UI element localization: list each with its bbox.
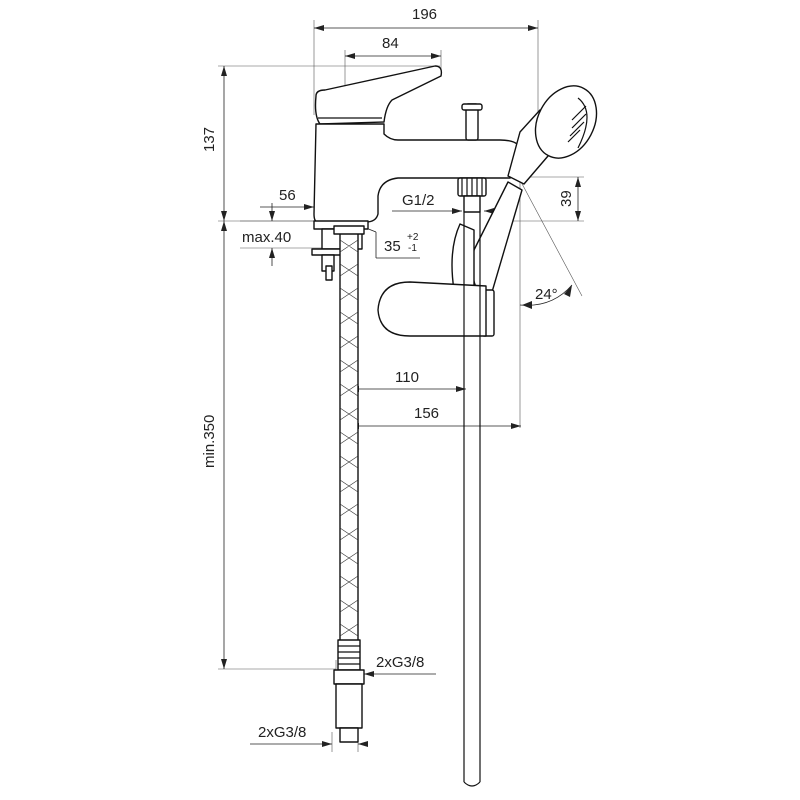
shower-holder bbox=[377, 181, 523, 337]
dim-label-overall-width: 196 bbox=[412, 6, 437, 23]
dim-label-deck-thickness: max.40 bbox=[242, 229, 291, 246]
dimension-deck-thickness: max.40 bbox=[240, 203, 322, 266]
holder-base bbox=[377, 281, 487, 337]
supply-hose-bottom-fitting bbox=[337, 639, 361, 671]
dim-label-outlet-height: 39 bbox=[558, 190, 575, 207]
dimension-handshower-offset: 156 bbox=[349, 405, 521, 429]
dimension-lever-width: 84 bbox=[344, 35, 442, 88]
dim-label-height: 137 bbox=[201, 127, 218, 152]
dimension-outlet-thread: G1/2 bbox=[392, 192, 496, 214]
dim-label-angle: 24° bbox=[535, 286, 558, 303]
holder-bracket bbox=[451, 223, 475, 293]
dimension-spout-projection: 56 bbox=[260, 187, 314, 210]
hose-outlet bbox=[457, 177, 487, 213]
dim-label-supply-thread-upper: 2xG3/8 bbox=[376, 654, 424, 671]
dimension-supply-thread-upper: 2xG3/8 bbox=[335, 654, 436, 677]
dimension-overall-width: 196 bbox=[313, 6, 539, 120]
supply-connector bbox=[335, 683, 363, 729]
dimension-hose-offset: 110 bbox=[349, 369, 466, 392]
dim-label-supply-thread-lower: 2xG3/8 bbox=[258, 724, 306, 741]
dim-label-hole-tol-minus: -1 bbox=[408, 243, 417, 254]
dim-label-handshower-offset: 156 bbox=[414, 405, 439, 422]
mounting-nut bbox=[311, 248, 345, 256]
dim-label-spout-projection: 56 bbox=[279, 187, 296, 204]
dim-label-hole-diameter: 35 bbox=[384, 238, 401, 255]
dim-label-hole-tol-plus: +2 bbox=[407, 232, 419, 243]
dimension-supply-thread-lower: 2xG3/8 bbox=[250, 724, 368, 752]
supply-hose bbox=[333, 225, 365, 743]
dimension-hole-diameter: 35 +2 -1 bbox=[365, 227, 420, 259]
hand-shower bbox=[507, 85, 598, 185]
supply-hose-top-fitting bbox=[333, 225, 365, 235]
dim-label-lever-width: 84 bbox=[382, 35, 399, 52]
dimension-height: 137 bbox=[201, 65, 440, 222]
dimension-supply-length: min.350 bbox=[201, 221, 336, 670]
shower-hose bbox=[463, 212, 481, 787]
dim-label-hose-offset: 110 bbox=[395, 369, 419, 386]
dimension-angle: 24° bbox=[519, 179, 583, 428]
lever-handle bbox=[314, 65, 443, 125]
dim-label-outlet-thread: G1/2 bbox=[402, 192, 435, 209]
dim-label-supply-length: min.350 bbox=[201, 415, 218, 468]
